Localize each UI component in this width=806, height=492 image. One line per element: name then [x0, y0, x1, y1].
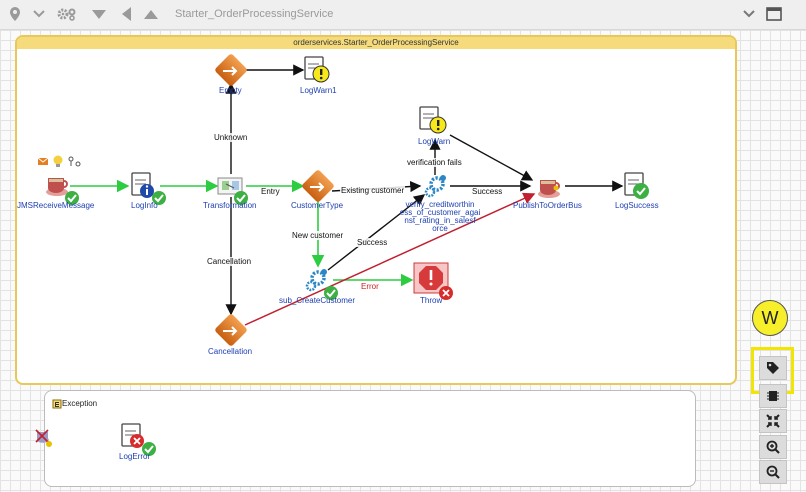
- verify-label-line-4: orce: [432, 224, 448, 233]
- logerror-activity[interactable]: [121, 423, 156, 456]
- annotation-badge: W: [752, 300, 788, 336]
- arrow-right-icon: [223, 66, 238, 76]
- activity-label-logerror: LogError: [119, 452, 151, 461]
- customertype-router-activity[interactable]: [301, 169, 335, 203]
- triangle-up-icon[interactable]: [140, 3, 162, 25]
- error-octagon-icon: [419, 266, 443, 290]
- maximize-window-icon[interactable]: [763, 3, 785, 25]
- transition-label-entry: Entry: [260, 187, 281, 196]
- subprocess-gears-icon: [305, 269, 327, 292]
- cancellation-router-activity[interactable]: [214, 313, 248, 347]
- triangle-left-icon[interactable]: [115, 3, 137, 25]
- empty-router-activity[interactable]: [214, 53, 248, 87]
- transition-label-new-customer: New customer: [291, 231, 345, 240]
- zoom-in-button[interactable]: [759, 435, 787, 459]
- zoom-out-button[interactable]: [759, 460, 787, 484]
- sub-createcustomer-activity[interactable]: [305, 269, 338, 300]
- transition-label-cancellation: Cancellation: [206, 257, 253, 266]
- mail-envelope-icon: [37, 157, 49, 165]
- activity-label-logwarn1: LogWarn1: [300, 86, 337, 95]
- activity-label-empty: Empty: [219, 86, 242, 95]
- verify-label-line-2: ess_of_customer_agai: [399, 208, 481, 217]
- arrow-right-icon: [223, 326, 238, 336]
- tag-button[interactable]: [759, 356, 787, 380]
- chevron-down-icon[interactable]: [28, 3, 50, 25]
- chevron-down-icon[interactable]: [738, 3, 760, 25]
- lightbulb-icon: [53, 155, 63, 167]
- location-pin-icon[interactable]: [4, 3, 26, 25]
- process-breadcrumb-title: Starter_OrderProcessingService: [175, 8, 334, 20]
- zoom-out-icon: [766, 465, 780, 479]
- catch-crossed-icon: [35, 429, 52, 447]
- settings-gear-small-icon: [68, 156, 81, 167]
- verify-creditworthiness-activity[interactable]: [424, 175, 446, 198]
- transform-mapper-icon: [217, 177, 243, 195]
- activity-label-throw: Throw: [420, 296, 443, 305]
- catch-start-activity[interactable]: [35, 429, 52, 447]
- transition-label-existing-customer: Existing customer: [340, 186, 406, 195]
- process-title: orderservices.Starter_OrderProcessingSer…: [17, 37, 735, 49]
- activity-label-cancellation: Cancellation: [208, 347, 253, 356]
- transition-label-unknown: Unknown: [213, 133, 249, 142]
- layout-icon: [767, 391, 779, 401]
- loginfo-activity[interactable]: [131, 172, 166, 205]
- warning-icon: [429, 116, 447, 134]
- zoom-in-icon: [766, 440, 780, 454]
- collapse-arrows-icon: [766, 414, 780, 428]
- logwarn-activity[interactable]: [419, 106, 447, 134]
- activity-label-logsuccess: LogSuccess: [615, 201, 659, 210]
- warning-icon: [312, 65, 330, 83]
- verify-label-line-3: nst_rating_in_salesf: [404, 216, 476, 225]
- activity-label-verify-creditworthiness: verify_creditworthin ess_of_customer_aga…: [398, 201, 482, 233]
- toolbar: Starter_OrderProcessingService: [0, 0, 806, 30]
- activity-label-sub-createcustomer: sub_CreateCustomer: [279, 296, 356, 305]
- success-check-icon: [142, 442, 156, 456]
- arrow-right-icon: [310, 182, 325, 192]
- info-icon: [140, 184, 154, 198]
- error-x-icon: [130, 434, 144, 448]
- verify-label-line-1: verify_creditworthin: [405, 200, 475, 209]
- tag-icon: [767, 362, 779, 374]
- logsuccess-activity[interactable]: [624, 172, 649, 199]
- fit-to-screen-button[interactable]: [759, 409, 787, 433]
- success-check-icon: [234, 191, 248, 205]
- transformation-activity[interactable]: [217, 177, 248, 205]
- transition-label-success-verify: Success: [471, 187, 504, 196]
- subprocess-gears-icon: [424, 175, 446, 198]
- triangle-down-icon[interactable]: [88, 3, 110, 25]
- transition-label-success-sub: Success: [356, 238, 389, 247]
- jms-receive-activity[interactable]: [37, 155, 81, 206]
- settings-gears-icon[interactable]: [54, 3, 80, 25]
- success-check-icon: [65, 191, 79, 205]
- activity-label-customertype: CustomerType: [291, 201, 344, 210]
- error-x-icon: [439, 286, 453, 300]
- coffee-cup-start-icon: [46, 178, 68, 196]
- transition-label-error: Error: [361, 282, 379, 291]
- activity-label-loginfo: LogInfo: [131, 201, 158, 210]
- success-check-icon: [324, 286, 338, 300]
- success-check-icon: [633, 183, 649, 199]
- activity-label-logwarn: LogWarn: [418, 137, 451, 146]
- activity-label-publish: PublishToOrderBus: [513, 201, 582, 210]
- transition-label-verification-fails: verification fails: [406, 158, 463, 167]
- process-container[interactable]: orderservices.Starter_OrderProcessingSer…: [15, 35, 737, 385]
- exception-container[interactable]: [44, 390, 696, 487]
- publish-to-orderbus-activity[interactable]: [538, 180, 560, 198]
- activity-label-transformation: Transformation: [203, 201, 257, 210]
- exception-label: Exception: [62, 399, 98, 408]
- logwarn1-activity[interactable]: [304, 56, 330, 83]
- success-check-icon: [152, 191, 166, 205]
- activity-label-jms-receive: JMSReceiveMessage: [17, 201, 95, 210]
- layout-button[interactable]: [759, 384, 787, 408]
- throw-activity[interactable]: [413, 262, 453, 300]
- coffee-cup-icon: [538, 180, 560, 198]
